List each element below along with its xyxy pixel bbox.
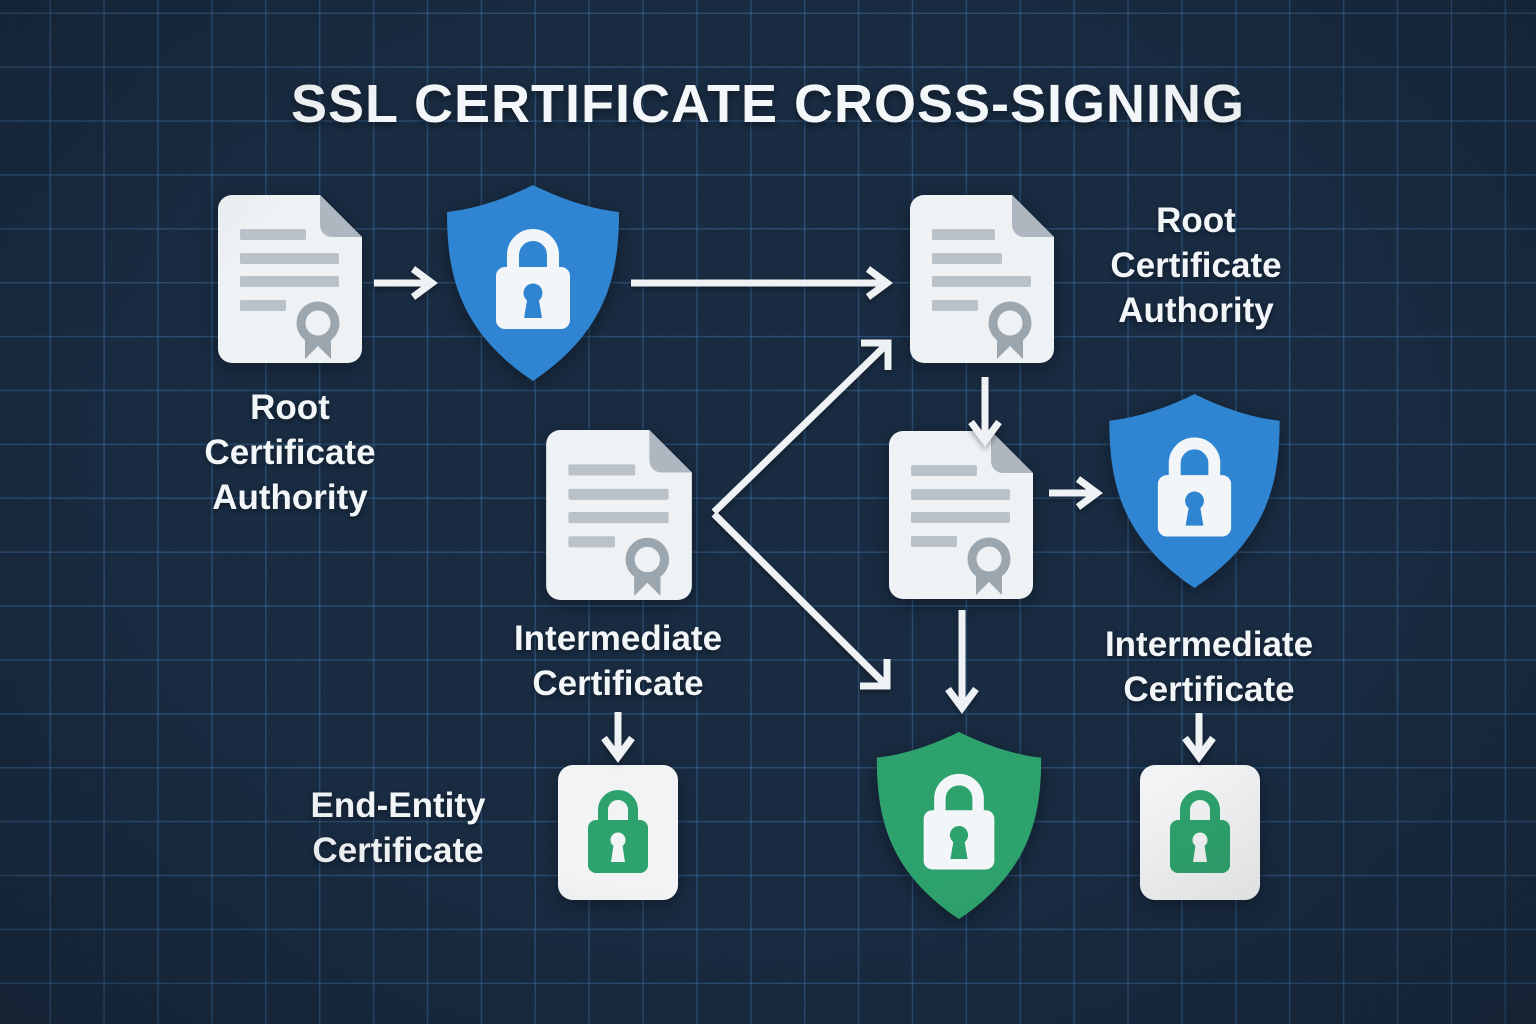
certificate-document-icon [546,430,692,600]
arrow-intermediate-cert-to-root-cert [711,339,892,515]
arrow-root-ca-to-signing-shield [374,266,438,300]
label-line: Root [1156,201,1236,240]
arrow-cross-signed-cert-to-intermediate-shield [1049,476,1103,510]
label-line: Root [250,388,330,427]
label-line: Certificate [532,664,704,703]
signing-shield-left-node [443,183,623,383]
intermediate-certificate-right-label: Intermediate Certificate [1105,622,1313,712]
root-ca-left-label: Root Certificate Authority [204,385,375,520]
label-line: Intermediate [1104,625,1314,664]
arrow-intermediate-shield-to-padlock [1182,713,1216,763]
arrow-intermediate-cert-to-end-entity-shield [711,511,891,690]
label-line: Authority [1118,291,1274,330]
shield-lock-icon [1109,393,1280,589]
label-line: Authority [212,478,368,517]
intermediate-shield-right-node [1104,392,1285,590]
label-line: Certificate [1123,670,1295,709]
cross-signed-certificate-node [888,431,1034,599]
diagram-title: SSL CERTIFICATE CROSS-SIGNING [290,74,1246,134]
label-line: Certificate [204,433,376,472]
arrow-cross-signed-cert-to-trust-shield [945,610,979,714]
end-entity-padlock-left-node [558,765,678,900]
end-entity-certificate-label: End-Entity Certificate [311,783,486,873]
root-ca-right-label: Root Certificate Authority [1110,198,1281,333]
root-certificate-right-node [910,195,1054,363]
certificate-document-icon [889,431,1033,599]
label-line: Certificate [1110,246,1282,285]
root-certificate-left-node [218,195,362,363]
end-entity-padlock-right-node [1140,765,1260,900]
intermediate-certificate-node [545,430,693,600]
arrow-signing-shield-to-root-cert [631,266,893,300]
certificate-document-icon [910,195,1054,363]
padlock-badge-icon [1140,765,1260,900]
label-line: End-Entity [310,786,486,825]
padlock-badge-icon [558,765,678,900]
label-line: Certificate [312,831,484,870]
certificate-document-icon [218,195,362,363]
end-entity-trust-shield-node [873,729,1045,922]
intermediate-certificate-left-label: Intermediate Certificate [514,616,722,706]
shield-lock-icon [447,185,619,381]
arrow-intermediate-cert-to-end-entity-lock [601,712,635,763]
shield-lock-icon [876,731,1042,920]
label-line: Intermediate [513,619,723,658]
